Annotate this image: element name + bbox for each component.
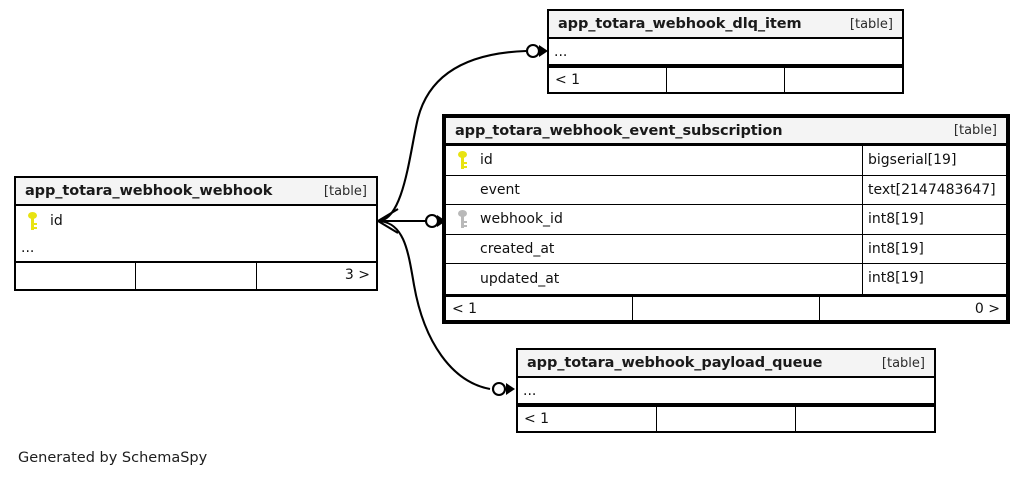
primary-key-icon [27, 211, 38, 230]
footer-child-count: 0 > [819, 296, 1006, 320]
footer-parent-count [16, 263, 135, 289]
table-row[interactable]: id bigserial[19] [446, 146, 1006, 176]
column-name: created_at [480, 240, 555, 257]
table-row[interactable]: created_at int8[19] [446, 234, 1006, 264]
table-row[interactable]: id [16, 206, 376, 236]
table-row[interactable]: updated_at int8[19] [446, 264, 1006, 294]
footer-child-count: 3 > [255, 262, 376, 289]
table-footer: < 1 [518, 405, 934, 431]
column-type: int8[19] [862, 205, 1006, 234]
column-name-cell: id [446, 151, 862, 170]
column-type: text[2147483647] [862, 175, 1006, 204]
table-type-tag: [table] [849, 16, 893, 32]
table-title: app_totara_webhook_event_subscription [455, 122, 783, 139]
table-columns: id [16, 206, 376, 236]
table-app-totara-webhook-payload-queue[interactable]: app_totara_webhook_payload_queue [table]… [516, 348, 936, 433]
table-columns: id bigserial[19] event text[2147483647] … [446, 146, 1006, 294]
table-type-tag: [table] [881, 355, 925, 371]
table-columns-ellipsis: ... [549, 39, 902, 66]
table-header: app_totara_webhook_event_subscription [t… [446, 118, 1006, 146]
primary-key-icon [457, 151, 468, 170]
column-name-cell: updated_at [446, 271, 862, 287]
table-type-tag: [table] [323, 183, 367, 199]
table-row[interactable]: webhook_id int8[19] [446, 205, 1006, 235]
footer-child-count [795, 407, 934, 431]
column-name: webhook_id [480, 211, 563, 228]
table-title: app_totara_webhook_payload_queue [527, 355, 823, 371]
column-name-cell: id [16, 211, 376, 230]
column-type: int8[19] [862, 264, 1006, 294]
footer-middle [666, 68, 784, 92]
footer-middle [656, 407, 795, 431]
table-header: app_totara_webhook_webhook [table] [16, 178, 376, 206]
column-type: bigserial[19] [862, 146, 1006, 175]
table-header: app_totara_webhook_payload_queue [table] [518, 350, 934, 378]
footer-child-count [784, 68, 902, 92]
column-name: id [480, 152, 493, 169]
table-app-totara-webhook-dlq-item[interactable]: app_totara_webhook_dlq_item [table] ... … [547, 9, 904, 94]
table-type-tag: [table] [953, 123, 997, 138]
table-app-totara-webhook-event-subscription[interactable]: app_totara_webhook_event_subscription [t… [442, 114, 1010, 324]
footer-middle [135, 262, 255, 289]
footer-parent-count: < 1 [524, 411, 550, 427]
table-header: app_totara_webhook_dlq_item [table] [549, 11, 902, 39]
table-title: app_totara_webhook_dlq_item [558, 16, 802, 32]
column-name: id [50, 212, 63, 229]
column-name-cell: created_at [446, 241, 862, 257]
foreign-key-icon [457, 210, 468, 229]
table-footer: 3 > [16, 262, 376, 289]
edge-endpoint-dlq-item [525, 43, 548, 59]
table-footer: < 1 0 > [446, 293, 1006, 320]
table-app-totara-webhook-webhook[interactable]: app_totara_webhook_webhook [table] id ..… [14, 176, 378, 291]
column-type: int8[19] [862, 234, 1006, 263]
column-name-cell: webhook_id [446, 210, 862, 229]
edge-endpoint-payload-queue [491, 381, 515, 397]
footer-middle [632, 296, 819, 320]
table-row[interactable]: event text[2147483647] [446, 175, 1006, 205]
column-name-cell: event [446, 182, 862, 198]
footer-parent-count: < 1 [452, 300, 478, 317]
table-title: app_totara_webhook_webhook [25, 183, 273, 199]
generated-by-caption: Generated by SchemaSpy [18, 450, 208, 466]
column-name: updated_at [480, 270, 560, 287]
crowsfoot-source-webhook [377, 208, 399, 234]
table-columns-ellipsis: ... [518, 378, 934, 405]
column-name: event [480, 181, 520, 198]
footer-parent-count: < 1 [555, 72, 581, 88]
table-footer: < 1 [549, 66, 902, 92]
table-columns-ellipsis: ... [16, 236, 376, 263]
